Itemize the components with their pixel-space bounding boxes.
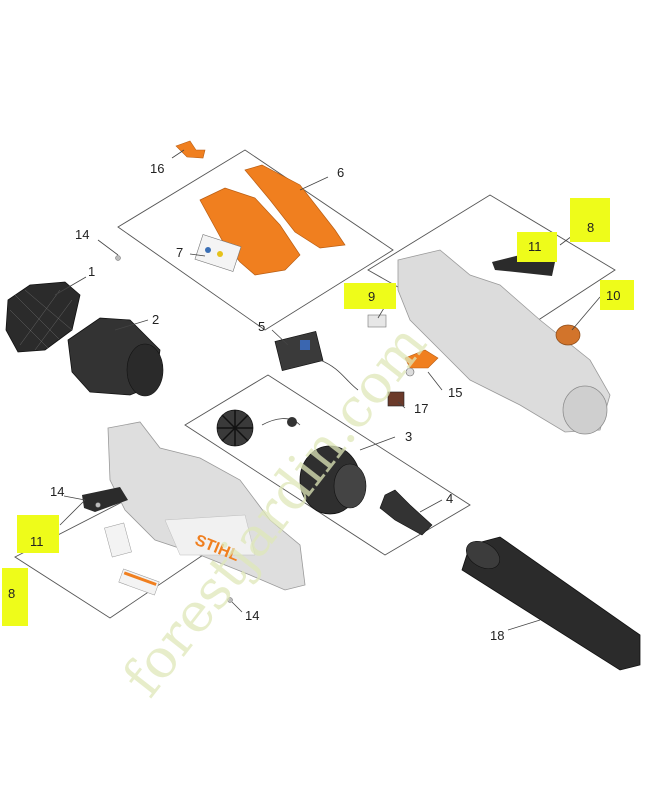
part-4-insert[interactable] <box>379 489 433 536</box>
callout-18: 18 <box>490 628 504 643</box>
callout-8-left: 8 <box>8 586 15 601</box>
part-9-pins[interactable] <box>367 314 387 328</box>
right-housing-shell[interactable] <box>397 249 611 433</box>
highlight-11-right <box>517 232 557 262</box>
callout-14-top: 14 <box>75 227 89 242</box>
part-3-fan-motor[interactable] <box>216 409 367 515</box>
callout-5: 5 <box>258 319 265 334</box>
callout-11-left: 11 <box>30 534 44 549</box>
highlight-8-right <box>570 198 610 242</box>
callout-8-right: 8 <box>587 220 594 235</box>
callout-7: 7 <box>176 245 183 260</box>
part-10-cap[interactable] <box>555 324 581 346</box>
highlight-8-left <box>2 568 28 626</box>
callout-11-right: 11 <box>528 239 542 254</box>
label-sticker-a[interactable] <box>104 522 132 558</box>
callout-15: 15 <box>448 385 462 400</box>
callout-4: 4 <box>446 491 453 506</box>
callout-1: 1 <box>88 264 95 279</box>
highlight-9 <box>344 283 396 309</box>
part-14-screw-c[interactable] <box>227 597 233 603</box>
callout-3: 3 <box>405 429 412 444</box>
left-housing-shell[interactable] <box>107 421 306 591</box>
part-18-tube[interactable] <box>461 536 641 671</box>
callout-14-left: 14 <box>50 484 64 499</box>
callout-2: 2 <box>152 312 159 327</box>
part-16-latch[interactable] <box>175 140 206 159</box>
part-11-grip-left[interactable] <box>82 487 128 512</box>
callout-17: 17 <box>414 401 428 416</box>
callout-14-bottom: 14 <box>245 608 259 623</box>
callout-6: 6 <box>337 165 344 180</box>
callout-10: 10 <box>606 288 620 303</box>
part-17-switch[interactable] <box>387 391 405 407</box>
highlight-11-left <box>17 515 59 553</box>
frame-group-6 <box>117 149 394 331</box>
highlight-10 <box>600 280 634 310</box>
part-14-screw-b[interactable] <box>95 502 101 508</box>
part-14-screw-a[interactable] <box>115 255 121 261</box>
part-5-electronics[interactable] <box>274 330 324 372</box>
callout-9: 9 <box>368 289 375 304</box>
callout-16: 16 <box>150 161 164 176</box>
part-6-cover-upper[interactable] <box>244 164 346 249</box>
part-15-trigger[interactable] <box>404 349 439 369</box>
